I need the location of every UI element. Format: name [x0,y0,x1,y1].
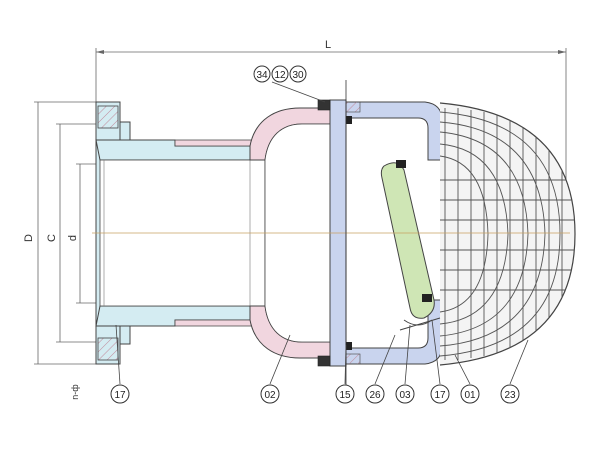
dimension-C: C [46,123,100,343]
dimension-bolt-holes-label: n-ф [70,384,80,400]
callout-label: 03 [399,390,411,401]
callout-label: 15 [339,390,351,401]
callout-top: 34 12 30 [253,65,326,103]
callout-label: 23 [504,390,516,401]
callout-label: 26 [369,390,381,401]
dimension-L: L [95,39,567,200]
strainer-basket [439,102,576,366]
dimension-d: d [67,163,100,304]
dimension-D: D [23,101,100,365]
callout-label: 17 [434,390,446,401]
dimension-d-label: d [67,235,79,241]
dimension-L-label: L [325,39,331,51]
dimension-D-label: D [23,234,35,242]
check-disc [380,160,441,331]
dimension-C-label: C [46,234,58,242]
callout-label: 12 [274,70,286,81]
callout-label: 30 [292,70,304,81]
callout-label: 34 [256,70,268,81]
callout-bottom: 17 02 15 26 03 17 01 23 [110,319,529,404]
callout-label: 01 [464,390,476,401]
callout-label: 02 [264,390,276,401]
callout-label: 17 [114,390,126,401]
